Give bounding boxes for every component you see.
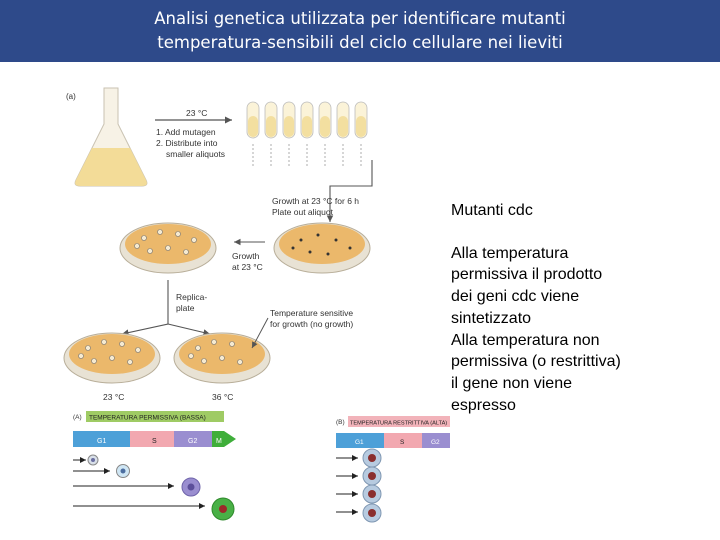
- phase-g2-label-b: G2: [431, 439, 440, 446]
- explanation-line-8: espresso: [451, 396, 516, 414]
- permissive-cell-progression: [73, 454, 235, 521]
- phase-m-label: M: [216, 438, 222, 445]
- step-2-label-a: 2. Distribute into: [156, 138, 218, 148]
- title-line-1: Analisi genetica utilizzata per identifi…: [154, 9, 566, 28]
- explanation-line-6: permissiva (o restrittiva): [451, 353, 621, 371]
- step-1-label: 1. Add mutagen: [156, 127, 216, 137]
- tube-drip-marks: [252, 144, 362, 166]
- permissive-banner: [86, 411, 224, 422]
- permissive-label: TEMPERATURA PERMISSIVA (BASSA): [89, 415, 206, 422]
- growth-temp-label: at 23 °C: [232, 262, 263, 272]
- plate-36c-label: 36 °C: [212, 392, 233, 402]
- ts-label-b: for growth (no growth): [270, 319, 353, 329]
- plate-colonies: [119, 222, 217, 274]
- explanation-line-7: il gene non viene: [451, 374, 572, 392]
- ts-label-a: Temperature sensitive: [270, 308, 353, 318]
- explanation-line-1: Alla temperatura: [451, 244, 569, 262]
- phase-g1-label-b: G1: [355, 439, 364, 446]
- replica-label-b: plate: [176, 303, 195, 313]
- explanation-text: Mutanti cdc Alla temperatura permissiva …: [451, 200, 706, 416]
- replica-arrow-right: [167, 323, 211, 336]
- plate-23c-label: 23 °C: [103, 392, 124, 402]
- phase-g1-label: G1: [97, 438, 106, 445]
- aliquot-tubes: [246, 101, 368, 139]
- panel-A-label: (A): [73, 414, 82, 421]
- ts-pointer-arrow: [251, 317, 269, 349]
- plate-aliquot: [273, 222, 371, 274]
- cycle-bar-restrictive: G1 S G2 M: [336, 433, 450, 448]
- phase-s-label-b: S: [400, 439, 405, 446]
- restrictive-banner: [348, 416, 450, 427]
- plate-out-label: Plate out aliquot: [272, 207, 334, 217]
- replica-arrow-left: [121, 280, 169, 336]
- panel-B-label: (B): [336, 419, 345, 426]
- cycle-bar-permissive: G1 S G2 M: [73, 431, 236, 447]
- explanation-line-5: Alla temperatura non: [451, 331, 600, 349]
- temp-23-label: 23 °C: [186, 108, 207, 118]
- slide-title: Analisi genetica utilizzata per identifi…: [0, 7, 720, 55]
- panel-a-label: (a): [66, 92, 76, 101]
- phase-s-label: S: [152, 438, 157, 445]
- plate-23c: [63, 332, 161, 384]
- explanation-line-3: dei geni cdc viene: [451, 288, 580, 306]
- growth-6h-label: Growth at 23 °C for 6 h: [272, 196, 359, 206]
- culture-flask: [74, 87, 148, 187]
- explanation-heading: Mutanti cdc: [451, 202, 533, 219]
- plate-36c: [173, 332, 271, 384]
- replica-label-a: Replica-: [176, 292, 207, 302]
- explanation-line-4: sintetizzato: [451, 309, 532, 327]
- cdc-mutant-screen-figure: (a) 23 °C 1. Add mutagen 2. Distribute i…: [63, 87, 450, 523]
- restrictive-label: TEMPERATURA RESTRITTIVA (ALTA): [350, 421, 447, 427]
- title-line-2: temperatura-sensibili del ciclo cellular…: [157, 33, 563, 52]
- plate-out-arrow: [326, 160, 373, 222]
- step-2-label-b: smaller aliquots: [166, 149, 225, 159]
- growth-label: Growth: [232, 251, 260, 261]
- explanation-line-2: permissiva il prodotto: [451, 266, 603, 284]
- phase-g2-label: G2: [188, 438, 197, 445]
- title-bar: Analisi genetica utilizzata per identifi…: [0, 0, 720, 62]
- restrictive-arrested-cells: [336, 448, 382, 523]
